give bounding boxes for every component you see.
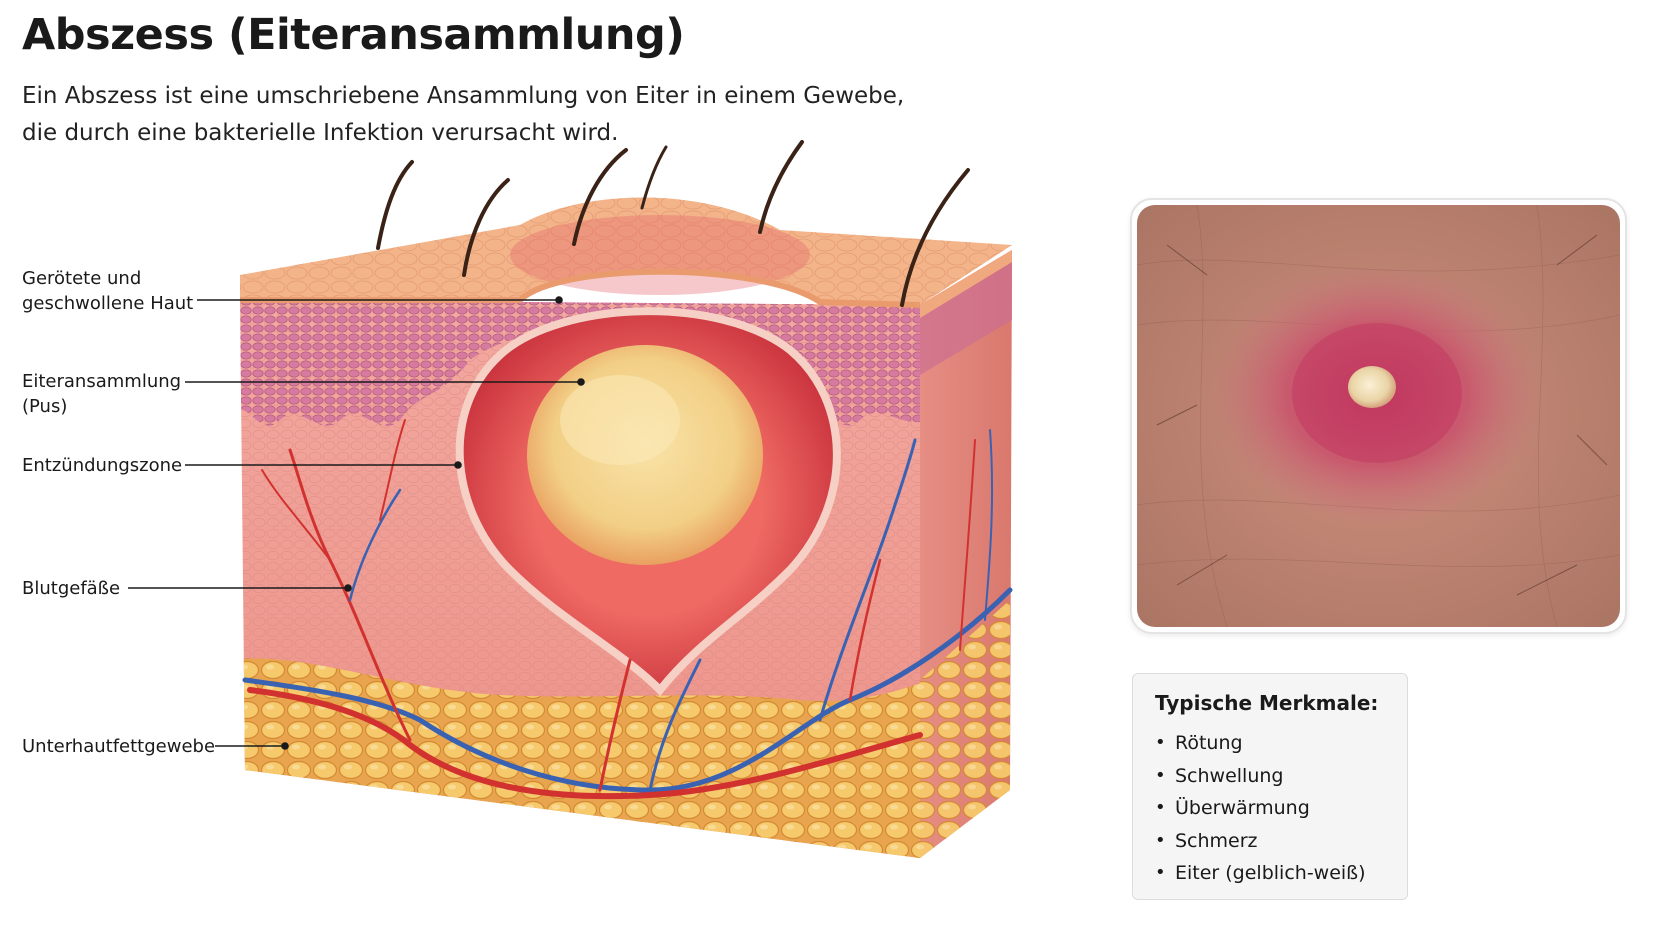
label-inflammation-zone: Entzündungszone (22, 455, 183, 476)
feature-item: Schmerz (1155, 825, 1385, 858)
abscess-photo-image (1137, 205, 1620, 627)
feature-item: Schwellung (1155, 760, 1385, 793)
feature-item: Rötung (1155, 727, 1385, 760)
typical-features-box: Typische Merkmale: Rötung Schwellung Übe… (1132, 673, 1408, 900)
description-line-2: die durch eine bakterielle Infektion ver… (22, 120, 619, 146)
features-title: Typische Merkmale: (1155, 691, 1379, 715)
feature-item: Überwärmung (1155, 792, 1385, 825)
description-line-1: Ein Abszess ist eine umschriebene Ansamm… (22, 83, 905, 109)
leader-lines (128, 296, 585, 750)
label-pus-collection: Eiteransammlung (Pus) (22, 371, 182, 417)
label-red-swollen-skin: Gerötete und geschwollene Haut (22, 268, 194, 314)
skin-cross-section-diagram (128, 140, 1013, 858)
abscess-photo (1130, 198, 1627, 634)
abscess-head (1348, 366, 1396, 408)
hair-strands (376, 140, 970, 307)
features-list: Rötung Schwellung Überwärmung Schmerz Ei… (1155, 727, 1385, 890)
feature-item: Eiter (gelblich-weiß) (1155, 857, 1385, 890)
label-subcutaneous-fat: Unterhautfettgewebe (22, 736, 216, 757)
blood-vessels (242, 419, 1013, 800)
page-description: Ein Abszess ist eine umschriebene Ansamm… (22, 78, 922, 152)
label-blood-vessels: Blutgefäße (22, 578, 121, 599)
page-title: Abszess (Eiteransammlung) (22, 10, 685, 60)
